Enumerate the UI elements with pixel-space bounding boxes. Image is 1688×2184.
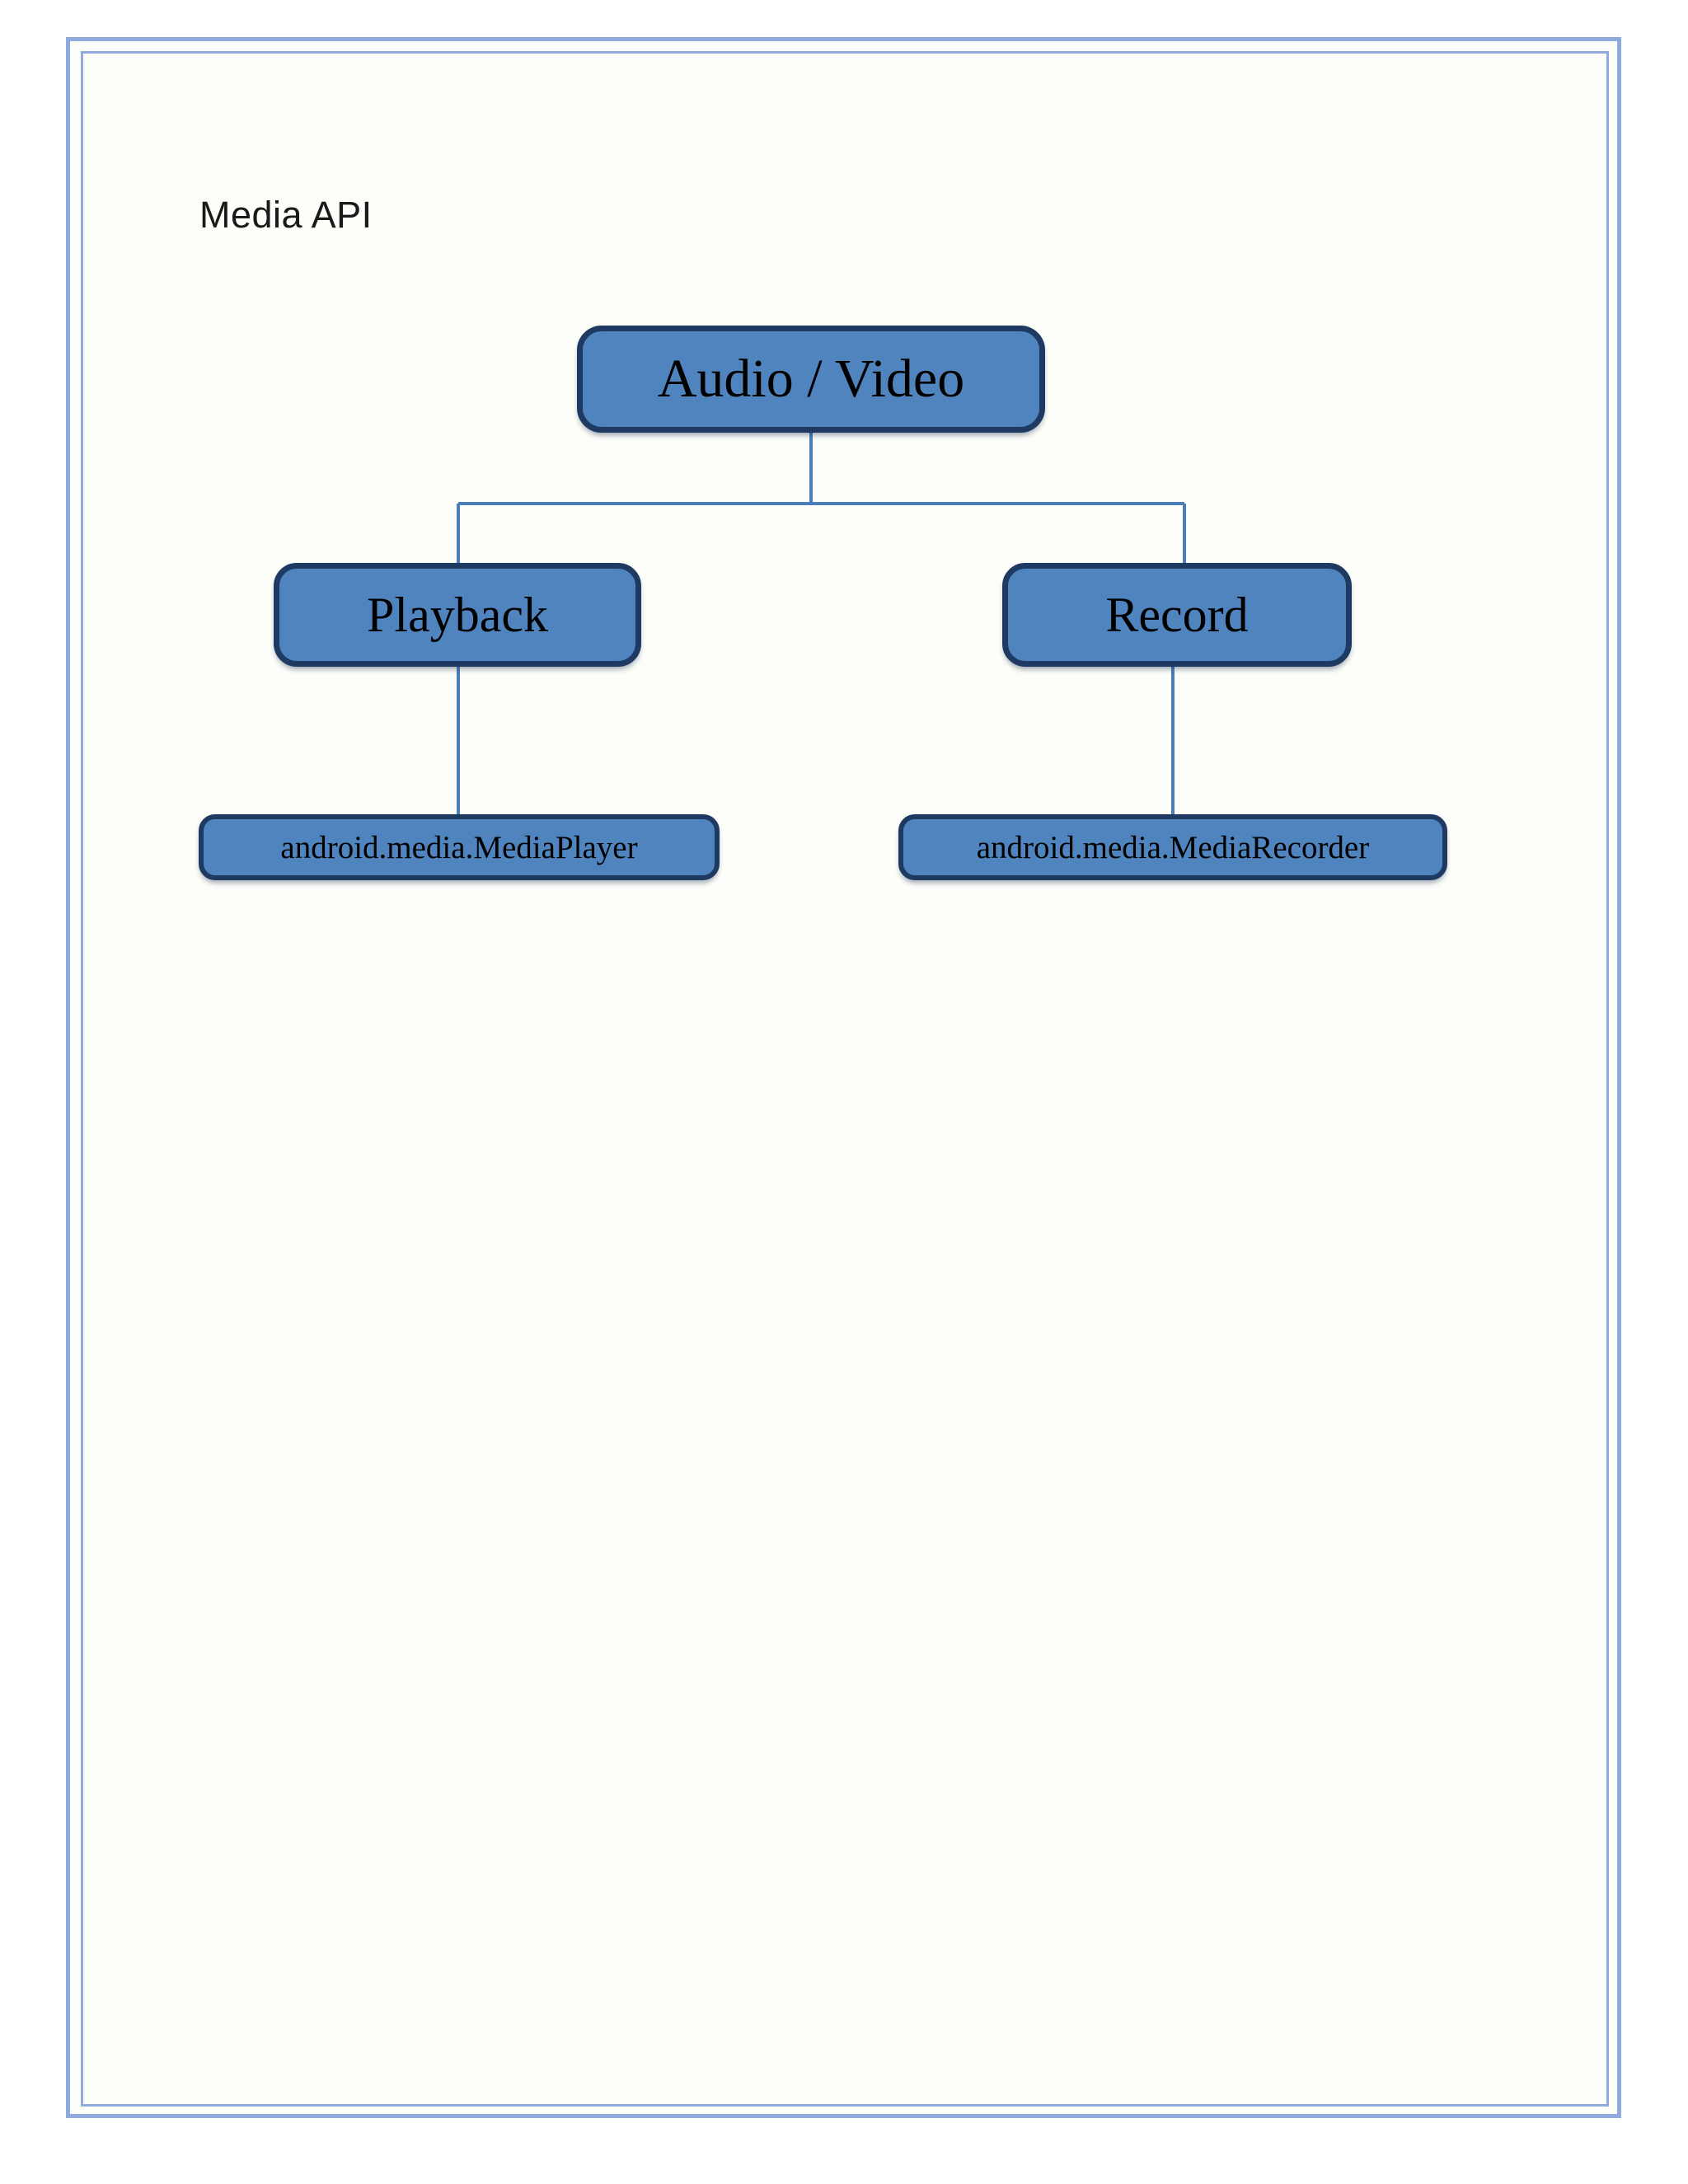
node-mediaplayer[interactable]: android.media.MediaPlayer: [199, 814, 720, 880]
node-mediarecorder-label: android.media.MediaRecorder: [976, 829, 1370, 865]
node-record[interactable]: Record: [1002, 563, 1352, 667]
node-mediarecorder[interactable]: android.media.MediaRecorder: [898, 814, 1447, 880]
node-playback-label: Playback: [367, 587, 548, 642]
node-playback[interactable]: Playback: [274, 563, 641, 667]
node-mediaplayer-label: android.media.MediaPlayer: [280, 829, 638, 865]
node-audio-video[interactable]: Audio / Video: [577, 326, 1045, 433]
page-title: Media API: [199, 194, 373, 236]
node-record-label: Record: [1105, 587, 1249, 642]
node-audio-video-label: Audio / Video: [657, 349, 965, 409]
